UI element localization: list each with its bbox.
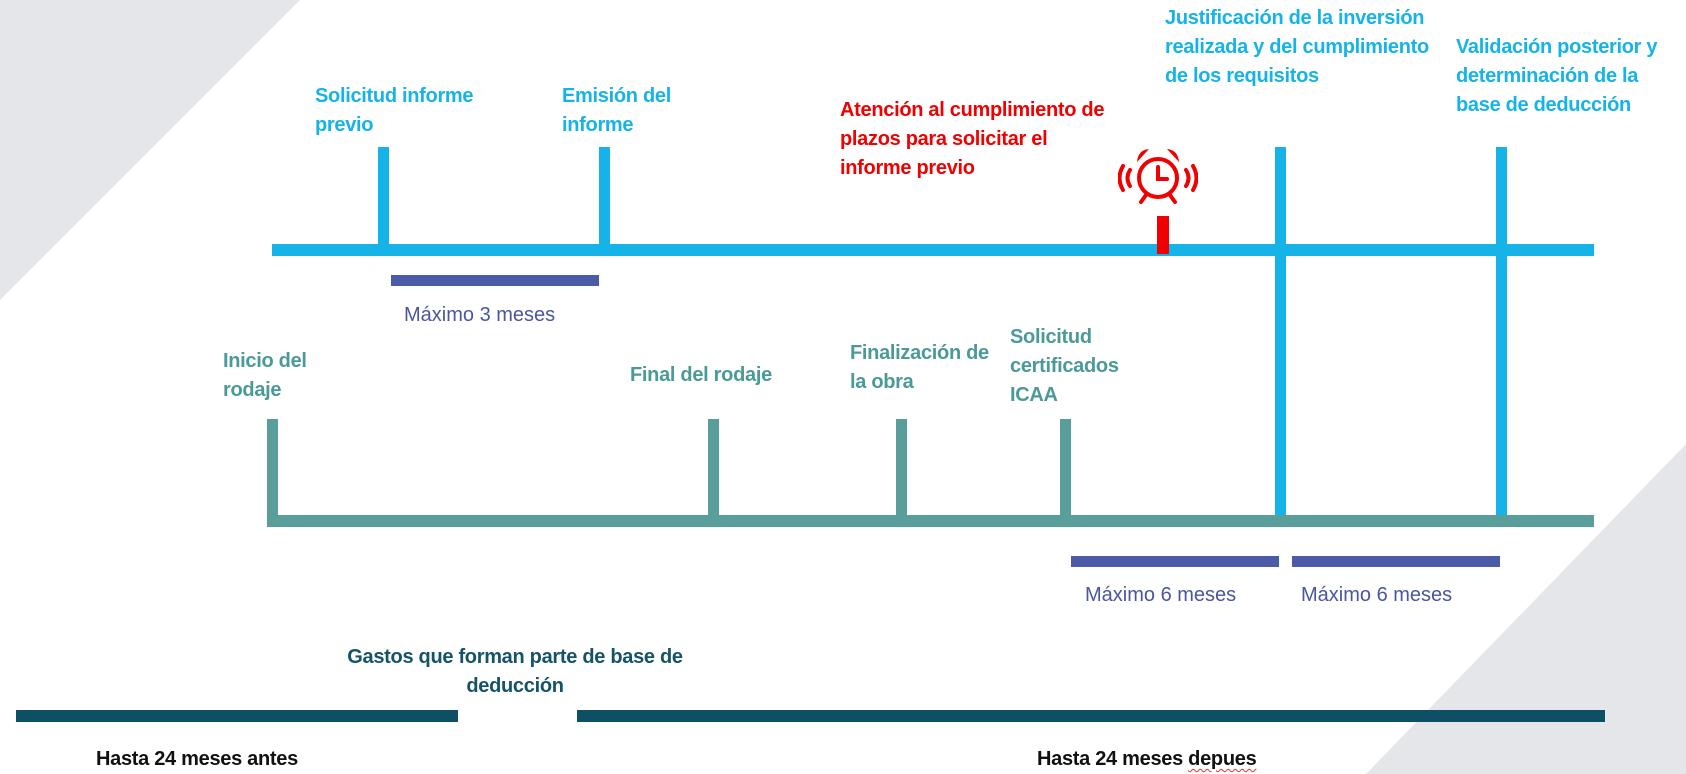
expense-label-after: Hasta 24 meses depues xyxy=(1037,745,1257,774)
lower-tick-inicio xyxy=(267,419,278,519)
milestone-label-emision: Emisión del informe xyxy=(562,85,671,136)
background-corner-bottom-right xyxy=(1366,444,1686,774)
expense-label-before: Hasta 24 meses antes xyxy=(96,748,298,770)
range-bar-6-meses-2 xyxy=(1292,556,1500,567)
expense-label-after-text: Hasta 24 meses depues xyxy=(1037,748,1257,770)
upper-tick-validacion xyxy=(1496,147,1507,517)
expense-bar-after xyxy=(577,710,1605,722)
lower-timeline-axis xyxy=(267,515,1594,527)
range-label-6-meses-2: Máximo 6 meses xyxy=(1301,584,1453,606)
milestone-label-final: Final del rodaje xyxy=(630,364,772,386)
range-label-3-meses: Máximo 3 meses xyxy=(404,304,556,326)
milestone-label-solicitud: Solicitud informe previo xyxy=(315,85,474,136)
upper-tick-solicitud xyxy=(378,147,389,245)
range-bar-3-meses xyxy=(391,275,599,286)
upper-timeline-axis xyxy=(272,244,1594,256)
lower-tick-certificados xyxy=(1060,419,1071,519)
lower-tick-final xyxy=(708,419,719,519)
alarm-clock-icon xyxy=(1118,149,1198,204)
upper-tick-justificacion xyxy=(1275,147,1286,517)
spelling-flag: depues xyxy=(1188,748,1257,770)
lower-tick-finalizacion xyxy=(896,419,907,519)
upper-tick-emision xyxy=(599,147,610,245)
range-bar-6-meses-1 xyxy=(1071,556,1279,567)
milestone-label-inicio: Inicio del rodaje xyxy=(223,350,307,401)
expenses-title: Gastos que forman parte de base de deduc… xyxy=(347,646,683,697)
milestone-label-validacion: Validación posterior y determinación de … xyxy=(1456,36,1658,116)
background-corner-top-left xyxy=(0,0,300,300)
milestone-label-finalizacion: Finalización de la obra xyxy=(850,342,989,393)
range-label-6-meses-1: Máximo 6 meses xyxy=(1085,584,1237,606)
milestone-label-justificacion: Justificación de la inversión realizada … xyxy=(1165,7,1429,87)
expense-bar-before xyxy=(16,710,458,722)
milestone-label-certificados: Solicitud certificados ICAA xyxy=(1010,326,1119,406)
warning-marker xyxy=(1157,216,1169,254)
warning-text: Atención al cumplimiento de plazos para … xyxy=(840,99,1105,179)
